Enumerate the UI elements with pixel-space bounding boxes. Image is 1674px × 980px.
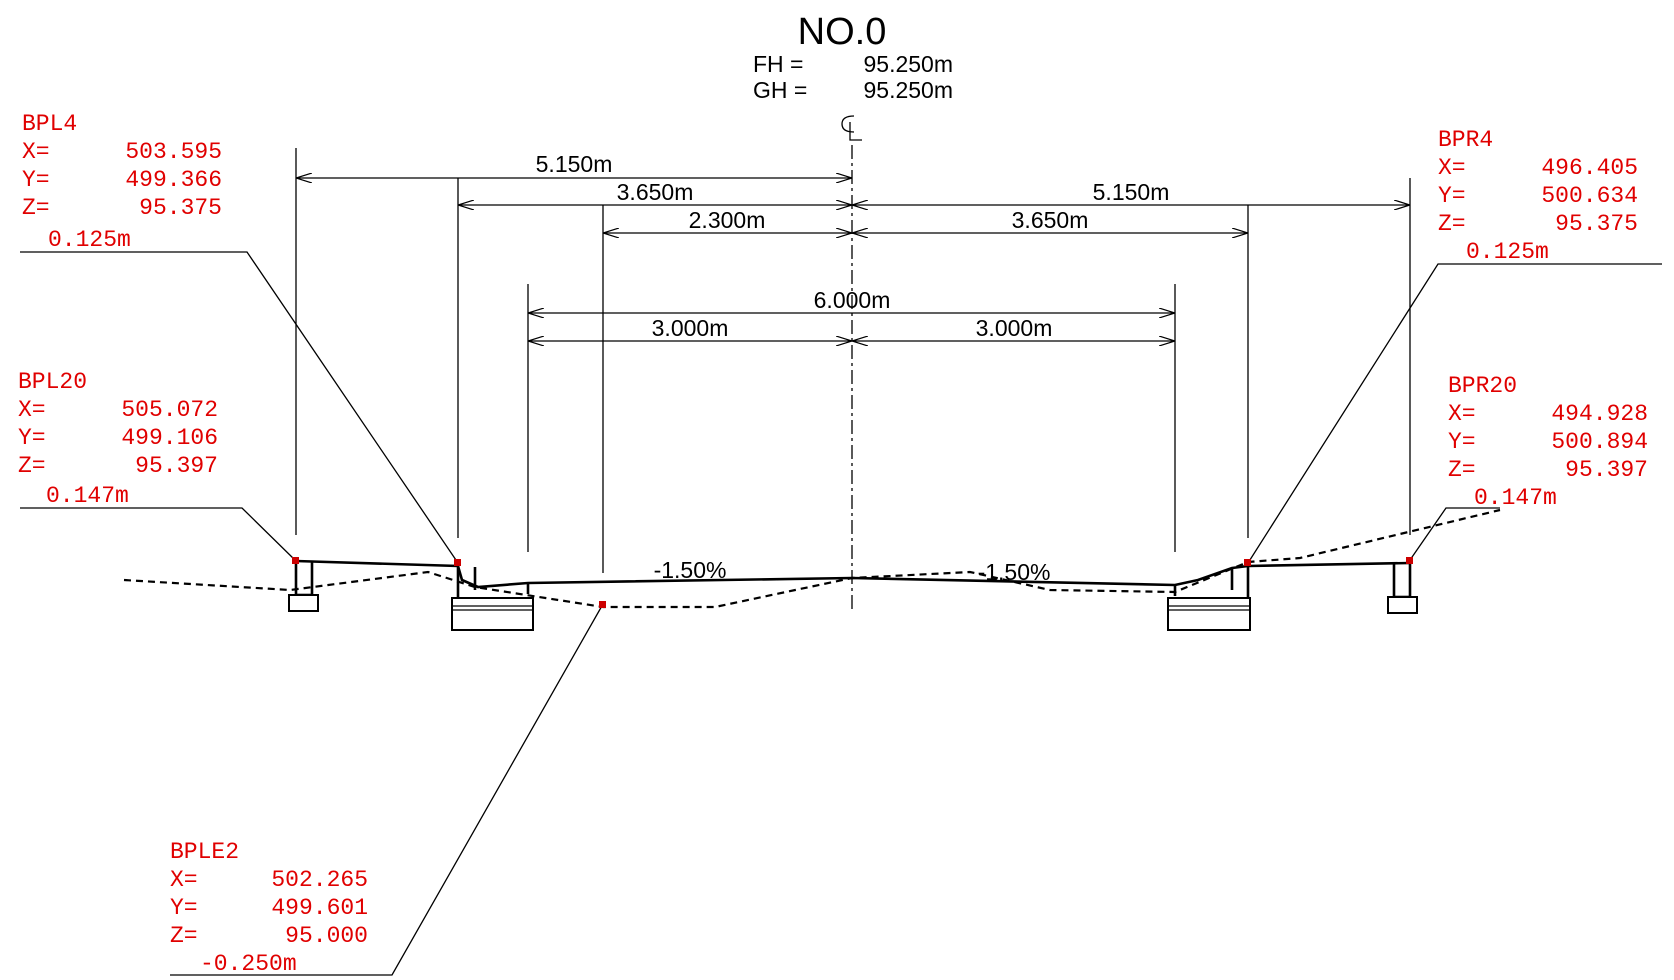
fh-value: 95.250m	[863, 51, 953, 77]
bpr4-y-label: Y=	[1438, 183, 1466, 209]
annotation-bpl20: BPL20 X= 505.072 Y= 499.106 Z= 95.397 0.…	[18, 369, 218, 509]
bpl4-z-label: Z=	[22, 195, 50, 221]
marker-bple2	[599, 601, 606, 608]
annotation-bple2: BPLE2 X= 502.265 Y= 499.601 Z= 95.000 -0…	[170, 839, 368, 977]
bpl20-z-label: Z=	[18, 453, 46, 479]
left-outer-footing	[288, 561, 319, 612]
annotation-bpl4: BPL4 X= 503.595 Y= 499.366 Z= 95.375 0.1…	[22, 111, 222, 253]
bpr20-z-label: Z=	[1448, 457, 1476, 483]
dim-total-6000: 6.000m	[814, 287, 891, 313]
marker-bpl4	[454, 559, 461, 566]
bpr20-x: 494.928	[1551, 401, 1648, 427]
bpr4-y: 500.634	[1541, 183, 1638, 209]
station-title: NO.0	[798, 11, 887, 53]
bpl20-x-label: X=	[18, 397, 46, 423]
bple2-x-label: X=	[170, 867, 198, 893]
bpr4-z: 95.375	[1555, 211, 1638, 237]
right-inner-block	[1167, 566, 1251, 631]
annotation-bpr20: BPR20 X= 494.928 Y= 500.894 Z= 95.397 0.…	[1448, 373, 1648, 511]
bpl4-x: 503.595	[125, 139, 222, 165]
bpl4-name: BPL4	[22, 111, 77, 137]
dim-right-3000: 3.000m	[976, 315, 1053, 341]
bpr20-y-label: Y=	[1448, 429, 1476, 455]
bpr20-x-label: X=	[1448, 401, 1476, 427]
bpr4-offset: 0.125m	[1466, 239, 1549, 265]
bpr20-name: BPR20	[1448, 373, 1517, 399]
slope-right: -1.50%	[978, 559, 1051, 585]
dim-left-5150: 5.150m	[536, 151, 613, 177]
road-surface	[295, 559, 1411, 596]
leader-lines	[20, 251, 1662, 976]
dim-left-2300: 2.300m	[689, 207, 766, 233]
bpl20-y-label: Y=	[18, 425, 46, 451]
bpr20-z: 95.397	[1565, 457, 1648, 483]
dim-left-3000: 3.000m	[652, 315, 729, 341]
bpl20-name: BPL20	[18, 369, 87, 395]
bpl4-x-label: X=	[22, 139, 50, 165]
marker-bpl20	[292, 557, 299, 564]
dim-right-3650: 3.650m	[1012, 207, 1089, 233]
point-markers	[292, 557, 1413, 608]
bple2-z-label: Z=	[170, 923, 198, 949]
ground-line	[123, 508, 1501, 609]
dim-right-5150: 5.150m	[1093, 179, 1170, 205]
bpl4-z: 95.375	[139, 195, 222, 221]
bpr20-offset: 0.147m	[1474, 485, 1557, 511]
bple2-z: 95.000	[285, 923, 368, 949]
bpr4-name: BPR4	[1438, 127, 1493, 153]
bpr4-x-label: X=	[1438, 155, 1466, 181]
bpl4-y: 499.366	[125, 167, 222, 193]
gh-value: 95.250m	[863, 77, 953, 103]
bpl20-offset: 0.147m	[46, 483, 129, 509]
slope-left: -1.50%	[654, 557, 727, 583]
bpl20-y: 499.106	[121, 425, 218, 451]
bple2-y-label: Y=	[170, 895, 198, 921]
bple2-offset: -0.250m	[200, 951, 297, 977]
bple2-name: BPLE2	[170, 839, 239, 865]
bple2-y: 499.601	[271, 895, 368, 921]
gh-label: GH =	[753, 77, 807, 103]
bpr4-z-label: Z=	[1438, 211, 1466, 237]
left-inner-block	[451, 566, 534, 631]
dim-left-3650: 3.650m	[617, 179, 694, 205]
bpl4-y-label: Y=	[22, 167, 50, 193]
bpl20-z: 95.397	[135, 453, 218, 479]
fh-label: FH =	[753, 51, 803, 77]
centerline-symbol: CL	[841, 115, 862, 141]
dimension-lines	[296, 178, 1410, 341]
marker-bpr20	[1406, 557, 1413, 564]
extension-lines	[295, 148, 1411, 573]
bpl4-offset: 0.125m	[48, 227, 131, 253]
annotation-bpr4: BPR4 X= 496.405 Y= 500.634 Z= 95.375 0.1…	[1438, 127, 1638, 265]
bple2-x: 502.265	[271, 867, 368, 893]
bpr20-y: 500.894	[1551, 429, 1648, 455]
marker-bpr4	[1244, 559, 1251, 566]
bpl20-x: 505.072	[121, 397, 218, 423]
right-outer-footing	[1387, 563, 1418, 614]
bpr4-x: 496.405	[1541, 155, 1638, 181]
